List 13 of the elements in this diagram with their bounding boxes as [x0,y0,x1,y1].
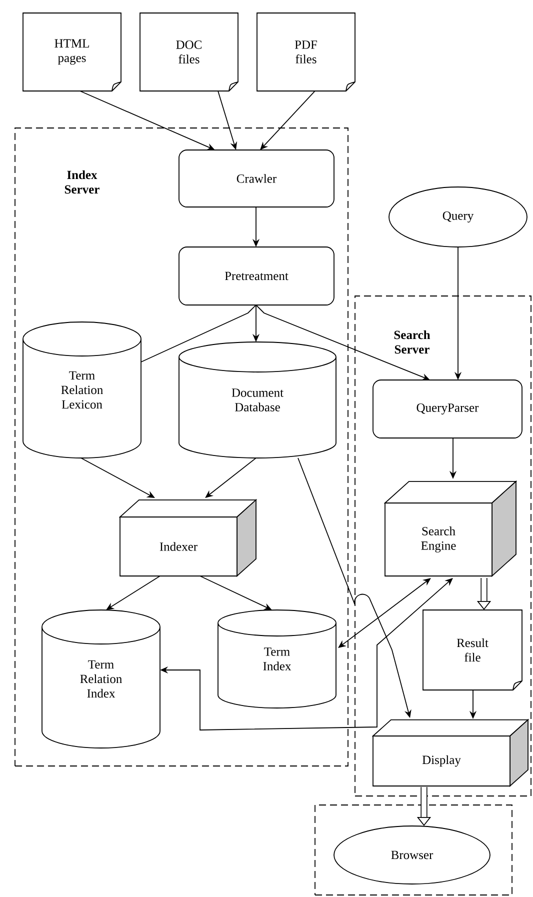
database-cylinder: Term Relation Lexicon [22,322,142,458]
arrow [338,578,431,648]
process-box: QueryParser [372,380,522,438]
group-heading: Index Server [64,170,100,194]
arrow [260,90,316,150]
database-cylinder: Document Database [178,342,336,458]
group-heading: Search Server [394,330,430,354]
process-box: Crawler [178,150,334,208]
arrow [205,458,256,498]
process-box: Pretreatment [178,246,334,306]
database-cylinder: Term Index [218,610,336,708]
database-cylinder: Term Relation Index [42,610,160,748]
dashed-group-box [314,804,512,896]
